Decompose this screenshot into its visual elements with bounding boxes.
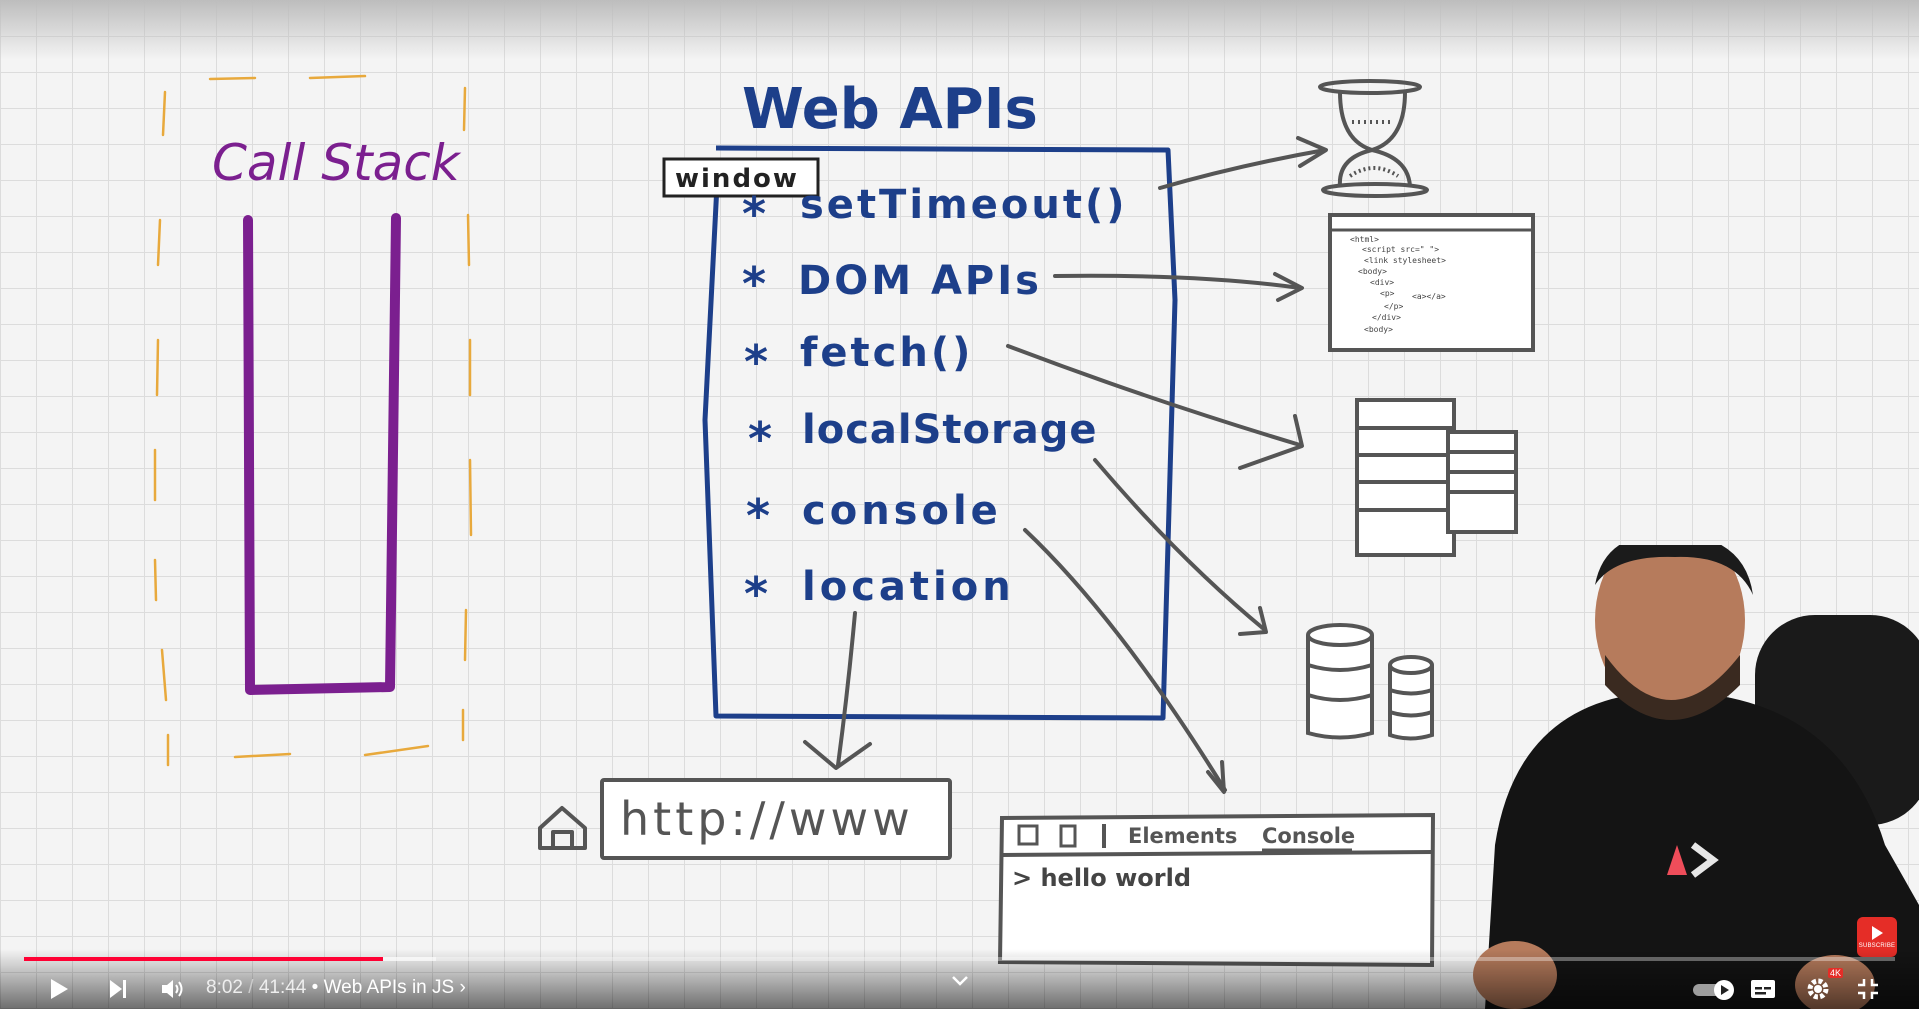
api-item-dom-apis: DOM APIs <box>798 258 1042 304</box>
api-bullet: * <box>742 257 766 311</box>
api-list: * setTimeout() * DOM APIs * fetch() * lo… <box>742 182 1128 621</box>
time-current: 8:02 <box>206 977 243 998</box>
top-shade <box>0 0 1919 60</box>
arrow-dom-head <box>1273 272 1304 302</box>
call-stack-title: Call Stack <box>212 134 462 192</box>
arrow-console <box>1023 528 1227 792</box>
presenter-webcam <box>1473 545 1919 1009</box>
arrow-location <box>836 611 857 767</box>
html-line: <html> <box>1350 235 1379 244</box>
arrows <box>803 136 1328 794</box>
youtube-play-icon <box>1871 925 1883 940</box>
url-text: http://www <box>620 792 914 846</box>
inspect-icon <box>1017 824 1039 846</box>
hourglass-icon <box>1318 79 1429 198</box>
chevron-down-icon <box>952 976 968 986</box>
api-bullet: * <box>746 489 770 543</box>
settings-icon <box>1807 978 1829 1000</box>
play-button[interactable] <box>40 971 76 1007</box>
volume-button[interactable] <box>155 971 191 1007</box>
quality-badge: 4K <box>1827 968 1843 978</box>
html-line: </p> <box>1384 302 1403 311</box>
expand-chapters-button[interactable] <box>942 963 978 999</box>
arrow-localstorage-head <box>1238 606 1268 636</box>
window-label: window <box>675 164 799 194</box>
api-item-location: location <box>802 564 1015 610</box>
next-button[interactable] <box>100 971 136 1007</box>
html-document-icon: <html> <script src=" "> <link stylesheet… <box>1328 213 1535 352</box>
api-item-localstorage: localStorage <box>802 407 1098 453</box>
html-line: <body> <box>1358 267 1387 276</box>
call-stack-container <box>243 213 401 695</box>
arrow-localstorage <box>1093 458 1267 632</box>
player-controls: 8:02 / 41:44 • Web APIs in JS › 4K <box>0 949 1919 1009</box>
api-bullet: * <box>744 567 768 621</box>
arrow-location-head <box>803 740 872 770</box>
api-item-fetch: fetch() <box>800 330 973 376</box>
captions-icon <box>1751 980 1775 998</box>
progress-played <box>24 957 384 961</box>
html-line: <div> <box>1370 278 1394 287</box>
window-label-box <box>662 157 820 198</box>
html-line: <link stylesheet> <box>1364 256 1446 265</box>
next-icon <box>110 980 126 998</box>
html-line: <script src=" "> <box>1362 245 1439 254</box>
devtools-tab-console: Console <box>1262 824 1355 848</box>
captions-button[interactable] <box>1745 971 1781 1007</box>
html-line: </div> <box>1372 313 1401 322</box>
html-line: <body> <box>1364 325 1393 334</box>
api-item-settimeout: setTimeout() <box>800 182 1128 228</box>
devtools-tab-elements: Elements <box>1128 824 1237 848</box>
api-bullet: * <box>742 187 766 241</box>
console-output: > hello world <box>1012 864 1191 892</box>
arrow-fetch-head <box>1238 414 1304 470</box>
time-separator: / <box>248 977 254 998</box>
html-line: <a></a> <box>1412 292 1446 301</box>
arrow-fetch <box>1006 344 1302 447</box>
database-icon <box>1306 623 1434 741</box>
home-icon <box>538 806 587 850</box>
api-bullet: * <box>744 335 768 389</box>
server-icon <box>1355 398 1518 557</box>
html-line: <p> <box>1380 289 1395 298</box>
arrow-settimeout-head <box>1296 136 1328 168</box>
exit-fullscreen-button[interactable] <box>1850 971 1886 1007</box>
arrow-console-head <box>1206 760 1226 794</box>
time-display: 8:02 / 41:44 • Web APIs in JS › <box>206 977 466 999</box>
devtools-panel: Elements Console > hello world <box>997 812 1436 968</box>
play-icon <box>51 979 68 999</box>
progress-bar[interactable] <box>24 957 1895 961</box>
settings-button[interactable]: 4K <box>1800 968 1843 1007</box>
autoplay-toggle-icon <box>1693 980 1734 1000</box>
chapter-title[interactable]: • Web APIs in JS › <box>311 977 466 998</box>
web-apis-box <box>702 145 1178 721</box>
location-url-bar: http://www <box>538 778 952 860</box>
device-icon <box>1059 824 1077 848</box>
subscribe-label: SUBSCRIBE <box>1858 942 1896 949</box>
exit-fullscreen-icon <box>1858 979 1878 999</box>
volume-icon <box>162 980 183 998</box>
web-apis-title: Web APIs <box>742 77 1038 142</box>
arrow-settimeout <box>1158 148 1327 190</box>
api-bullet: * <box>748 412 772 466</box>
arrow-dom <box>1053 273 1302 290</box>
autoplay-toggle[interactable] <box>1690 971 1740 1007</box>
api-item-console: console <box>802 488 1002 534</box>
time-total: 41:44 <box>258 977 307 998</box>
call-stack-frame <box>153 74 473 767</box>
